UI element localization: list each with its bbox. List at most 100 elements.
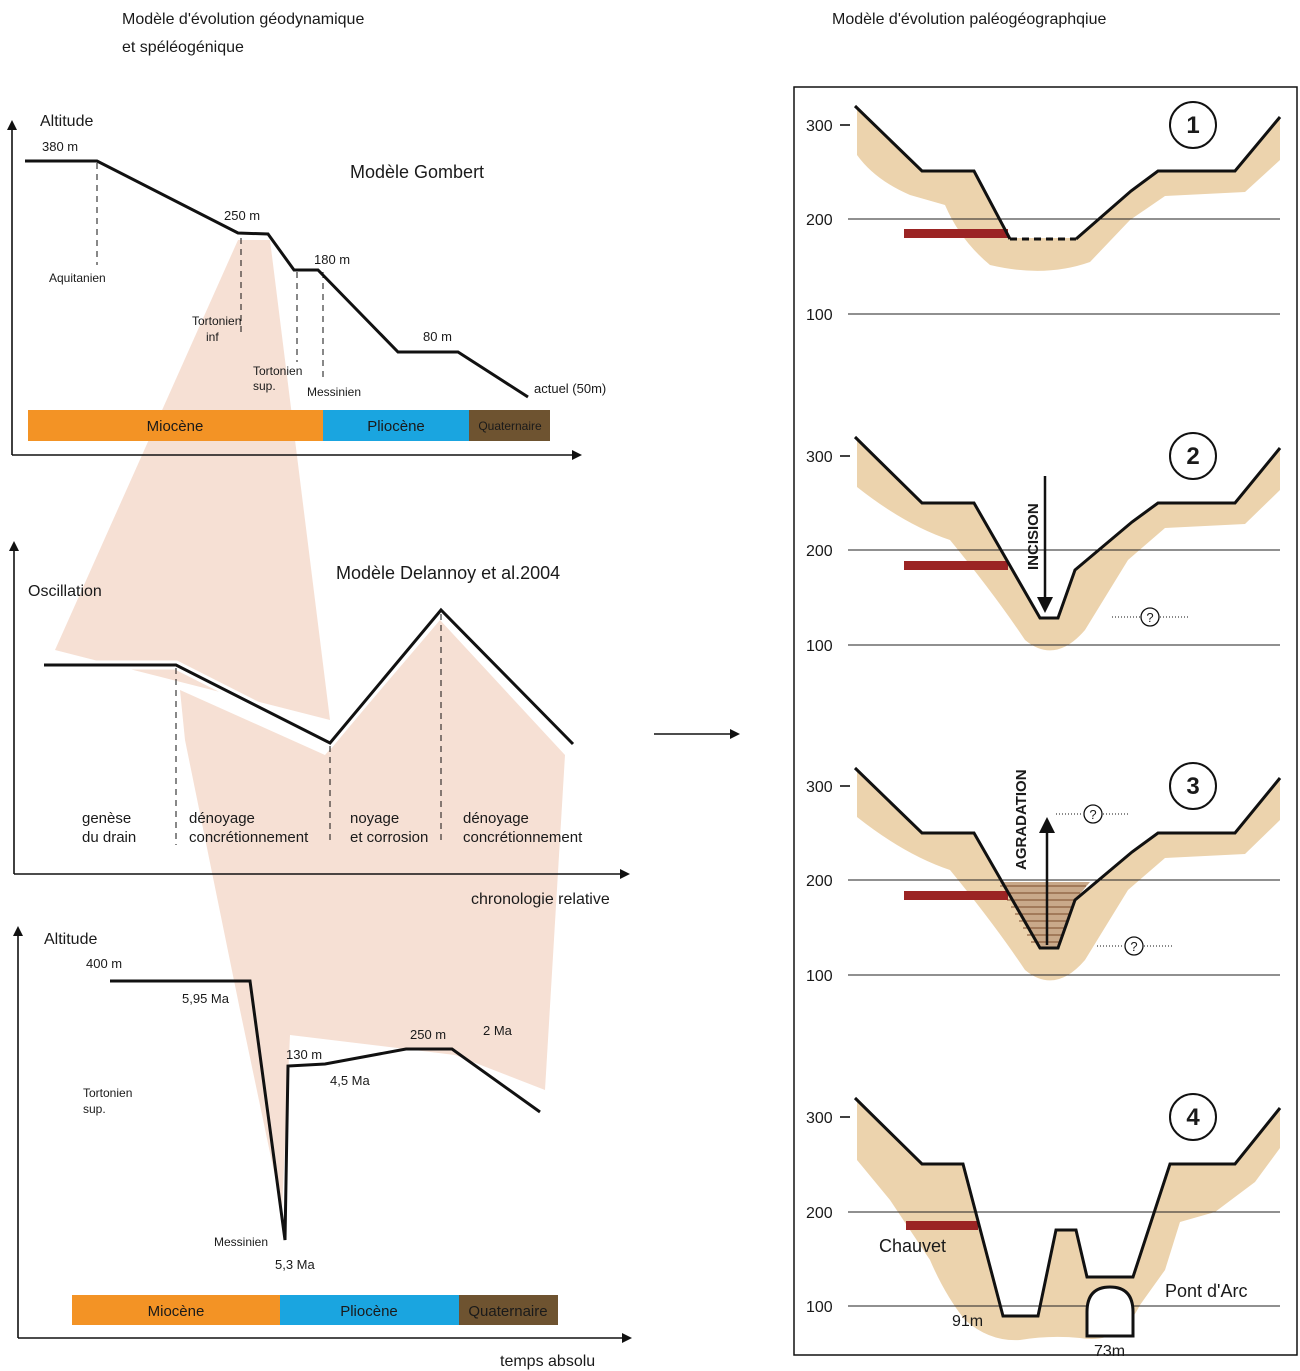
- panel1-valley-left: [853, 104, 1012, 240]
- gombert-chart: Altitude Modèle Gombert 380 m 250 m 180 …: [6, 113, 606, 460]
- incision-label: INCISION: [1025, 503, 1042, 570]
- stage-tortonien-sup-1: Tortonien: [253, 364, 302, 378]
- timebar-miocene-label: Miocène: [147, 418, 204, 435]
- panel4-valley: [853, 1096, 1282, 1318]
- absolute-x-label: temps absolu: [500, 1353, 595, 1370]
- stage-messinien: Messinien: [307, 385, 361, 399]
- abs-label-messinien: Messinien: [214, 1235, 268, 1249]
- panel2-valley: [853, 435, 1282, 620]
- phase-2-line2: concrétionnement: [189, 829, 309, 846]
- depth-91m: 91m: [952, 1313, 983, 1330]
- panel-4: 300 200 100 Chauvet Pont d'Arc 91m 73m 4: [806, 1093, 1282, 1360]
- gombert-title: Modèle Gombert: [350, 162, 484, 182]
- panel1-label-100: 100: [806, 307, 833, 324]
- panel4-sand-main: [857, 1098, 1280, 1341]
- panel4-label-300: 300: [806, 1110, 833, 1127]
- panel3-question2-circle: [1124, 936, 1144, 956]
- panel4-label-200: 200: [806, 1205, 833, 1222]
- abs-label-53: 5,3 Ma: [275, 1257, 316, 1272]
- depth-73m: 73m: [1094, 1343, 1125, 1360]
- delannoy-y-label: Oscillation: [28, 583, 102, 600]
- level-180: 180 m: [314, 252, 350, 267]
- panel1-number-circle: [1169, 101, 1217, 149]
- phase-1-line2: du drain: [82, 829, 136, 846]
- panel3-question1-circle: [1083, 804, 1103, 824]
- panel2-number: 2: [1186, 443, 1199, 470]
- panel1-valley-right: [1075, 116, 1282, 241]
- stage-tortonien-sup-2: sup.: [253, 379, 276, 393]
- pont-darc-arch: [1085, 1285, 1135, 1338]
- panel3-sand: [857, 768, 1280, 981]
- panel1-cave-level: [904, 229, 1008, 238]
- delannoy-x-label: chronologie relative: [471, 891, 610, 908]
- panel4-cave-level: [906, 1221, 978, 1230]
- panel3-label-200: 200: [806, 873, 833, 890]
- correlation-band-2: [180, 620, 565, 1210]
- panel2-sand: [857, 437, 1280, 651]
- panel2-label-100: 100: [806, 638, 833, 655]
- correlation-band-1: [55, 240, 330, 720]
- abs-label-tortonien: Tortonien: [83, 1086, 132, 1100]
- left-heading-line2: et spéléogénique: [122, 39, 244, 56]
- panel3-cave-level: [904, 891, 1008, 900]
- panel-2: 300 200 100 INCISION ? 2: [806, 432, 1282, 655]
- stage-aquitanien: Aquitanien: [49, 271, 106, 285]
- abs-label-130: 130 m: [286, 1047, 322, 1062]
- phase-3-line2: et corrosion: [350, 829, 428, 846]
- abs-label-45: 4,5 Ma: [330, 1073, 371, 1088]
- pont-darc-label: Pont d'Arc: [1165, 1281, 1247, 1301]
- timebar-pliocene-label: Pliocène: [367, 418, 425, 435]
- chauvet-label: Chauvet: [879, 1236, 946, 1256]
- phase-4-line1: dénoyage: [463, 810, 529, 827]
- agradation-label: AGRADATION: [1013, 769, 1030, 870]
- panel-3: 300 200 100 AGRADATION ? ? 3: [806, 762, 1282, 985]
- phase-1-line1: genèse: [82, 810, 131, 827]
- panel2-question-mark: ?: [1146, 610, 1153, 625]
- panel3-number-circle: [1169, 762, 1217, 810]
- timebar-miocene: [28, 410, 323, 441]
- panel3-fill-area: [1000, 882, 1090, 948]
- panel1-number: 1: [1186, 112, 1199, 139]
- phase-2-line1: dénoyage: [189, 810, 255, 827]
- abs-label-400: 400 m: [86, 956, 122, 971]
- panel4-label-100: 100: [806, 1299, 833, 1316]
- stage-tortonien-inf-1: Tortonien: [192, 314, 241, 328]
- panel3-number: 3: [1186, 773, 1199, 800]
- left-heading-line1: Modèle d'évolution géodynamique: [122, 11, 364, 28]
- timebar-quaternaire-label: Quaternaire: [478, 419, 542, 433]
- panel2-number-circle: [1169, 432, 1217, 480]
- panel2-cave-level: [904, 561, 1008, 570]
- abs-label-595: 5,95 Ma: [182, 991, 230, 1006]
- delannoy-oscillation-line: [44, 607, 575, 746]
- panel1-sand: [857, 106, 1280, 271]
- right-frame: [793, 86, 1298, 1356]
- panel3-valley: [853, 766, 1282, 950]
- delannoy-chart: Oscillation Modèle Delannoy et al.2004 c…: [9, 541, 630, 908]
- phase-4-line2: concrétionnement: [463, 829, 583, 846]
- panel-1: 300 200 100 1: [806, 101, 1282, 324]
- level-actuel: actuel (50m): [534, 381, 606, 396]
- timebar2-miocene: [72, 1295, 280, 1325]
- level-380: 380 m: [42, 139, 78, 154]
- timebar2-pliocene-label: Pliocène: [340, 1303, 398, 1320]
- timebar2-quaternaire-label: Quaternaire: [468, 1303, 547, 1320]
- abs-label-250: 250 m: [410, 1027, 446, 1042]
- gombert-profile-line: [25, 159, 529, 399]
- absolute-y-label: Altitude: [44, 931, 97, 948]
- phase-3-line1: noyage: [350, 810, 399, 827]
- timebar2-pliocene: [280, 1295, 459, 1325]
- abs-label-2ma: 2 Ma: [483, 1023, 513, 1038]
- panel3-label-300: 300: [806, 779, 833, 796]
- timebar-pliocene: [323, 410, 469, 441]
- stage-tortonien-inf-2: inf: [206, 330, 219, 344]
- panel4-number-circle: [1169, 1093, 1217, 1141]
- level-250: 250 m: [224, 208, 260, 223]
- timebar-quaternaire: [469, 410, 550, 441]
- absolute-altitude-line: [110, 979, 541, 1241]
- panel3-question1-mark: ?: [1089, 807, 1096, 822]
- panel2-question-circle: [1140, 607, 1160, 627]
- delannoy-title: Modèle Delannoy et al.2004: [336, 563, 560, 583]
- panel4-number: 4: [1186, 1104, 1200, 1131]
- panel2-label-300: 300: [806, 449, 833, 466]
